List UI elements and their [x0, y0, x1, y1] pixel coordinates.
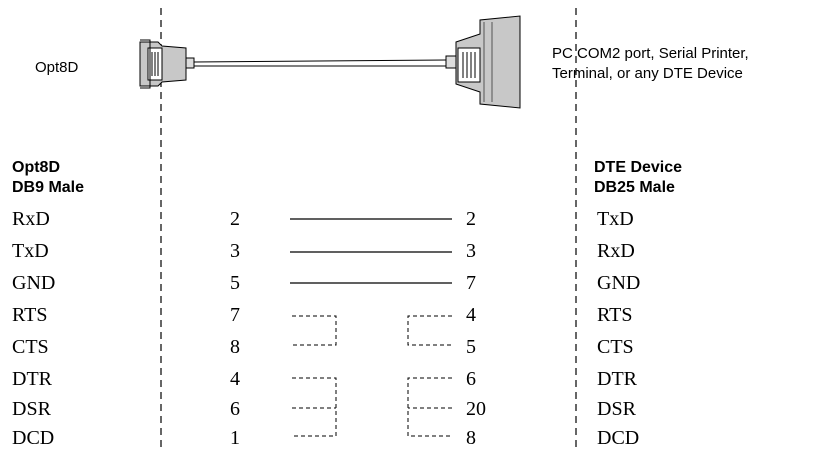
- right-device-label: PC COM2 port, Serial Printer, Terminal, …: [552, 44, 820, 84]
- left-pin: 3: [230, 240, 240, 262]
- right-device-label-line-1: PC COM2 port, Serial Printer,: [552, 45, 749, 62]
- left-pin: 1: [230, 427, 240, 449]
- right-signal: DCD: [597, 427, 640, 449]
- left-pin: 2: [230, 208, 240, 230]
- left-signal: DTR: [12, 368, 52, 390]
- right-header-device: DTE Device: [594, 159, 683, 176]
- right-signal: TxD: [597, 208, 634, 230]
- right-device-label-line-2: Terminal, or any DTE Device: [552, 65, 743, 82]
- left-pin: 6: [230, 398, 240, 420]
- loopback-right-rts-cts: [407, 315, 452, 346]
- left-signal: RxD: [12, 208, 50, 230]
- right-pin: 6: [466, 368, 476, 390]
- left-signal: GND: [12, 272, 56, 294]
- right-pin: 8: [466, 427, 476, 449]
- right-pin: 2: [466, 208, 476, 230]
- left-signal: DSR: [12, 398, 51, 420]
- loopback-right-dtr-dsr-dcd: [407, 377, 452, 437]
- left-pin: 4: [230, 368, 240, 390]
- right-pin: 3: [466, 240, 476, 262]
- right-pin: 4: [466, 304, 476, 326]
- loopback-left-rts-cts: [292, 315, 337, 346]
- right-pin: 5: [466, 336, 476, 358]
- left-header-connector: DB9 Male: [12, 179, 85, 196]
- right-signal: DSR: [597, 398, 636, 420]
- right-pin: 7: [466, 272, 476, 294]
- left-signal: DCD: [12, 427, 55, 449]
- right-pin: 20: [466, 398, 486, 420]
- left-signal: RTS: [12, 304, 48, 326]
- right-header: DTE Device DB25 Male: [594, 158, 682, 198]
- serial-cable-illustration: [139, 15, 521, 109]
- left-device-label: Opt8D: [35, 59, 79, 76]
- left-pin: 5: [230, 272, 240, 294]
- right-header-connector: DB25 Male: [594, 179, 675, 196]
- right-signal: DTR: [597, 368, 637, 390]
- db9-connector: [139, 39, 195, 89]
- db25-connector: [445, 15, 521, 109]
- loopback-left-dtr-dsr-dcd: [292, 377, 337, 437]
- left-header: Opt8D DB9 Male: [12, 158, 84, 198]
- left-header-device: Opt8D: [12, 159, 60, 176]
- right-signal: RxD: [597, 240, 635, 262]
- right-signal: CTS: [597, 336, 634, 358]
- left-pin: 7: [230, 304, 240, 326]
- left-signal: CTS: [12, 336, 49, 358]
- right-signal: GND: [597, 272, 641, 294]
- right-signal: RTS: [597, 304, 633, 326]
- left-signal: TxD: [12, 240, 49, 262]
- left-pin: 8: [230, 336, 240, 358]
